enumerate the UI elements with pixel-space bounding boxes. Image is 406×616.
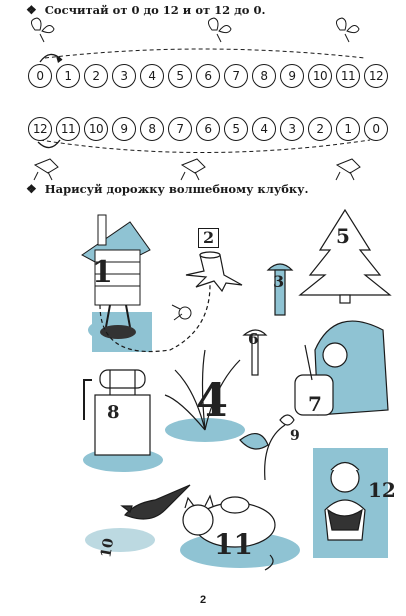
bird-number: 10 xyxy=(98,537,118,559)
stump-number: 2 xyxy=(198,228,220,248)
number-circle: 4 xyxy=(140,64,164,88)
bullet-icon: ❖ xyxy=(26,3,37,17)
number-circle: 2 xyxy=(84,64,108,88)
boy-number: 12 xyxy=(368,478,396,502)
number-circle: 9 xyxy=(112,117,136,141)
hut-number: 1 xyxy=(92,255,113,290)
insect-icon xyxy=(33,158,59,181)
cat-picture xyxy=(180,494,300,571)
number-circle: 6 xyxy=(196,64,220,88)
number-circle: 10 xyxy=(308,64,332,88)
mushroom-picture xyxy=(266,263,294,316)
number-circle: 10 xyxy=(84,117,108,141)
task-2-heading: ❖ Нарисуй дорожку волшебному клубку. xyxy=(26,182,309,196)
page-number: 2 xyxy=(199,594,207,606)
number-circle: 8 xyxy=(140,117,164,141)
number-circle: 11 xyxy=(336,64,360,88)
number-circle: 8 xyxy=(252,64,276,88)
fir-number: 5 xyxy=(336,224,350,248)
number-circle: 4 xyxy=(252,117,276,141)
bird-picture xyxy=(85,484,191,552)
number-circle: 0 xyxy=(364,117,388,141)
number-circle: 0 xyxy=(28,64,52,88)
bullet-icon: ❖ xyxy=(26,182,37,196)
number-circle: 2 xyxy=(308,117,332,141)
flower-picture xyxy=(239,414,295,481)
hedgehog-number: 7 xyxy=(308,392,322,416)
number-circle: 12 xyxy=(364,64,388,88)
number-circle: 1 xyxy=(56,64,80,88)
small-mushroom-picture xyxy=(242,329,268,376)
butterfly-icon xyxy=(336,17,360,43)
number-circle: 5 xyxy=(168,64,192,88)
mushroom-number: 3 xyxy=(273,272,285,291)
number-circle: 6 xyxy=(196,117,220,141)
fir-tree-picture xyxy=(298,208,392,304)
insect-icon xyxy=(335,158,361,181)
number-circle: 11 xyxy=(56,117,80,141)
cat-number: 11 xyxy=(214,528,253,561)
butterfly-icon xyxy=(208,17,232,43)
small-mushroom-number: 6 xyxy=(248,330,259,348)
task-1-heading: ❖ Сосчитай от 0 до 12 и от 12 до 0. xyxy=(26,3,265,17)
number-circle: 5 xyxy=(224,117,248,141)
task-2-text: Нарисуй дорожку волшебному клубку. xyxy=(44,182,309,196)
boy-picture xyxy=(313,448,388,558)
ball-of-yarn-icon xyxy=(171,304,192,321)
well-number: 8 xyxy=(107,402,120,423)
number-circle: 1 xyxy=(336,117,360,141)
hut-picture xyxy=(81,214,152,352)
stump-picture xyxy=(185,251,243,293)
task-1-text: Сосчитай от 0 до 12 и от 12 до 0. xyxy=(44,3,266,17)
number-circle: 9 xyxy=(280,64,304,88)
number-circle: 3 xyxy=(112,64,136,88)
butterfly-icon xyxy=(31,17,55,43)
well-picture xyxy=(83,369,163,472)
number-circle: 12 xyxy=(28,117,52,141)
bush-picture xyxy=(164,349,245,442)
number-circle: 3 xyxy=(280,117,304,141)
flower-number: 9 xyxy=(290,428,300,444)
insect-icon xyxy=(180,158,206,181)
hedgehog-picture xyxy=(294,320,389,416)
number-circle: 7 xyxy=(168,117,192,141)
bush-number: 4 xyxy=(196,373,229,427)
number-circle: 7 xyxy=(224,64,248,88)
